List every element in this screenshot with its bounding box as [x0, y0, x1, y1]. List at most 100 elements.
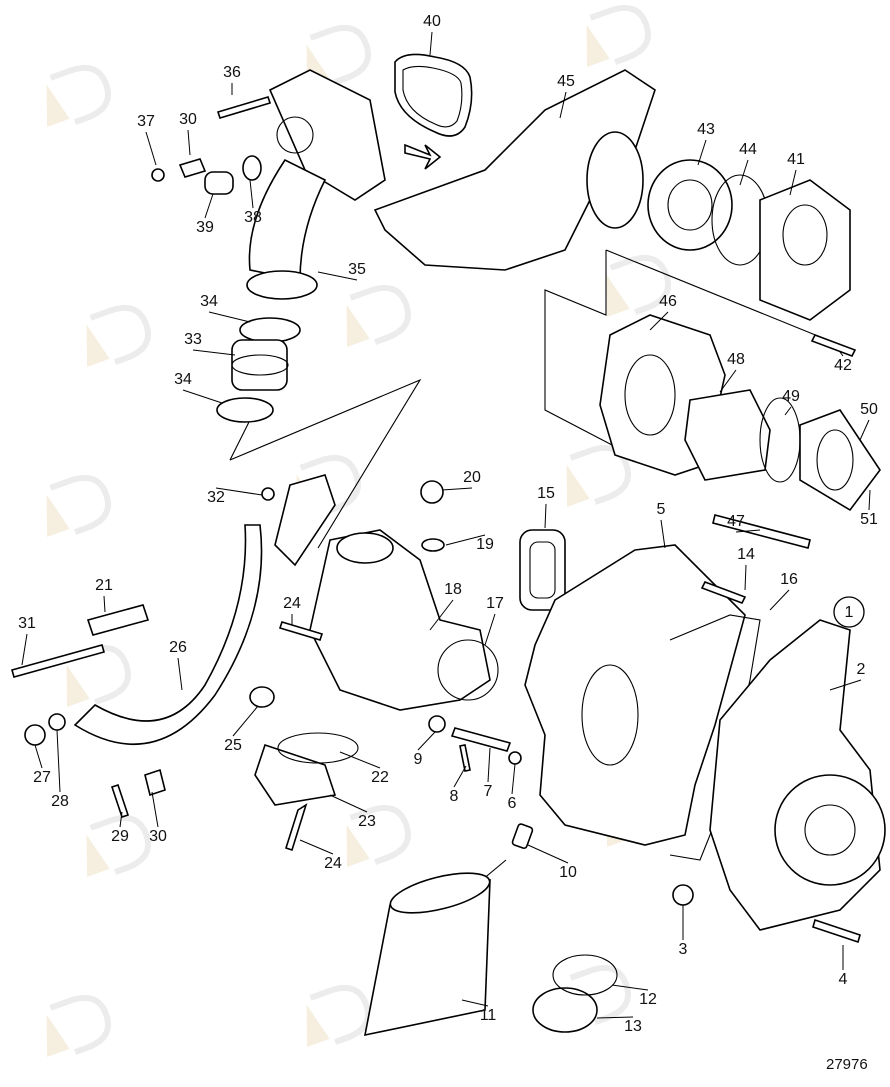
callout-3: 3: [679, 941, 688, 958]
leader-line-16: [769, 589, 790, 611]
callout-39: 39: [196, 219, 214, 236]
leader-line-11: [461, 999, 489, 1007]
callout-16: 16: [780, 571, 798, 588]
leader-line-19: [445, 534, 486, 546]
leader-line-47: [735, 529, 761, 533]
clip-30b: [144, 768, 166, 797]
leader-line-38: [249, 179, 254, 209]
washer-28: [48, 713, 66, 731]
callout-50: 50: [860, 401, 878, 418]
watermark-logo: [46, 64, 112, 127]
callout-35: 35: [348, 261, 366, 278]
cover-41-port: [782, 204, 828, 266]
leader-line-2: [829, 679, 862, 691]
leader-line-45: [559, 91, 567, 119]
plug-20: [420, 480, 444, 504]
bolt-29: [110, 783, 130, 819]
leader-line-27: [34, 744, 43, 769]
leader-line-25: [232, 705, 259, 737]
callout-38: 38: [244, 209, 262, 226]
leader-line-23: [329, 794, 368, 813]
callout-43: 43: [697, 121, 715, 138]
timing-cover-5-bore: [581, 664, 639, 766]
leader-line-37: [145, 131, 157, 166]
callout-27: 27: [33, 769, 51, 786]
callout-49: 49: [782, 388, 800, 405]
seal-38: [242, 155, 262, 181]
bolt-24b: [285, 803, 308, 852]
arrow-indicator: [404, 143, 442, 170]
bolt-36: [216, 96, 272, 119]
leader-line-5: [660, 519, 666, 549]
sleeve-33-groove: [231, 354, 289, 376]
leader-line-34: [182, 389, 223, 404]
callout-34: 34: [174, 371, 192, 388]
washer-6: [508, 751, 522, 765]
plug-39: [204, 171, 234, 195]
leader-line-49: [784, 406, 792, 416]
leader-line-21: [103, 595, 106, 613]
leader-line-6: [511, 763, 516, 795]
leader-line-10: [527, 844, 569, 864]
callout-4: 4: [839, 971, 848, 988]
callout-2: 2: [857, 661, 866, 678]
housing-45-port: [586, 131, 644, 229]
bolt-31: [11, 644, 105, 678]
drawing-number: 27976: [826, 1056, 868, 1073]
assembly-reference-line: [605, 249, 841, 346]
nipple-10: [511, 823, 534, 850]
callout-5: 5: [657, 501, 666, 518]
housing-46-bore: [624, 354, 676, 436]
thermostat-43-core: [667, 179, 713, 231]
leader-line-29: [119, 811, 123, 828]
callout-42: 42: [834, 357, 852, 374]
leader-line-24: [299, 839, 334, 855]
seal-25: [249, 686, 275, 708]
flange-36-bore: [276, 116, 314, 154]
clip-30: [178, 158, 207, 178]
callout-48: 48: [727, 351, 745, 368]
leader-line-34: [208, 311, 251, 323]
callout-17: 17: [486, 595, 504, 612]
view-marker: 1: [845, 604, 854, 621]
callout-9: 9: [414, 751, 423, 768]
leader-line-32: [215, 487, 263, 496]
pin-7: [450, 727, 512, 752]
callout-14: 14: [737, 546, 755, 563]
watermark-logo: [46, 474, 112, 537]
leader-line-28: [56, 729, 61, 793]
cover-50-bore: [816, 429, 854, 491]
leader-line-17: [484, 613, 496, 646]
leader-line-39: [204, 193, 214, 219]
leader-line-14: [744, 564, 747, 591]
seal-3: [672, 884, 694, 906]
leader-line-35: [317, 271, 358, 281]
gasket-15-inner: [529, 541, 556, 599]
callout-24: 24: [283, 595, 301, 612]
callout-25: 25: [224, 737, 242, 754]
leader-line-20: [441, 487, 473, 491]
watermark-logo: [86, 304, 152, 367]
leader-line-33: [192, 349, 236, 356]
callout-45: 45: [557, 73, 575, 90]
watermark-logo: [86, 814, 152, 877]
leader-line-22: [339, 751, 381, 769]
watermark-logo: [306, 984, 372, 1047]
callout-30: 30: [149, 828, 167, 845]
callout-44: 44: [739, 141, 757, 158]
callout-40: 40: [423, 13, 441, 30]
bolt-32: [261, 487, 275, 501]
leader-line-41: [789, 169, 797, 196]
leader-line-26: [177, 657, 183, 691]
bolt-42: [810, 333, 857, 358]
leader-line-12: [611, 984, 649, 991]
callout-6: 6: [508, 795, 517, 812]
callout-20: 20: [463, 469, 481, 486]
spring-8: [459, 744, 471, 772]
callout-18: 18: [444, 581, 462, 598]
connector-23: [254, 743, 337, 806]
leader-line-9: [417, 731, 436, 751]
